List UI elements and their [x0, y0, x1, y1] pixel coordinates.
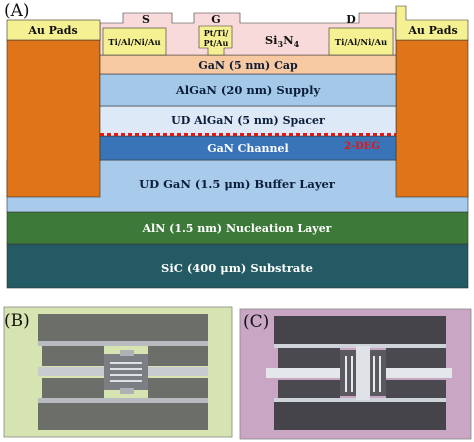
device-photo-b: [3, 306, 233, 438]
panel-label-c: (C): [243, 312, 270, 332]
panel-label-b: (B): [4, 311, 30, 331]
au-pad-right: [395, 5, 469, 41]
cap-label: GaN (5 nm) Cap: [198, 59, 298, 72]
drain-metal-label: Ti/Al/Ni/Au: [335, 38, 387, 48]
au-pad-left: [6, 19, 101, 41]
passivation-label: Si3N4: [265, 33, 300, 49]
device-photo-c: [239, 308, 472, 440]
substrate-layer: [6, 243, 469, 289]
gate-metal: [198, 25, 233, 56]
au-pad-right-label: Au Pads: [407, 24, 457, 37]
channel-label: GaN Channel: [207, 142, 288, 155]
channel-layer: [99, 135, 397, 161]
supply-layer: [99, 73, 397, 107]
nucleation-layer: [6, 211, 469, 245]
supply-label: AlGaN (20 nm) Supply: [175, 83, 321, 97]
left-contact-region: [6, 39, 101, 198]
source-metal-label: Ti/Al/Ni/Au: [108, 38, 160, 48]
right-contact-region: [395, 39, 469, 198]
substrate-label: SiC (400 μm) Substrate: [161, 261, 313, 275]
gate-metal-label-line2: Pt/Au: [204, 38, 229, 48]
passivation-layer: [99, 12, 397, 56]
source-label: S: [142, 13, 150, 26]
spacer-layer: [99, 105, 397, 137]
buffer-label: UD GaN (1.5 μm) Buffer Layer: [139, 177, 336, 191]
source-metal: [102, 27, 167, 56]
drain-metal: [328, 27, 394, 56]
drain-label: D: [346, 13, 356, 26]
nucleation-label: AlN (1.5 nm) Nucleation Layer: [142, 222, 332, 235]
panel-label-a: (A): [4, 1, 30, 21]
au-pad-left-label: Au Pads: [27, 24, 77, 37]
gate-label: G: [211, 13, 220, 26]
deg-label: 2-DEG: [344, 141, 380, 152]
gate-metal-label-line1: Pt/Ti/: [204, 28, 229, 38]
spacer-label: UD AlGaN (5 nm) Spacer: [171, 114, 325, 127]
